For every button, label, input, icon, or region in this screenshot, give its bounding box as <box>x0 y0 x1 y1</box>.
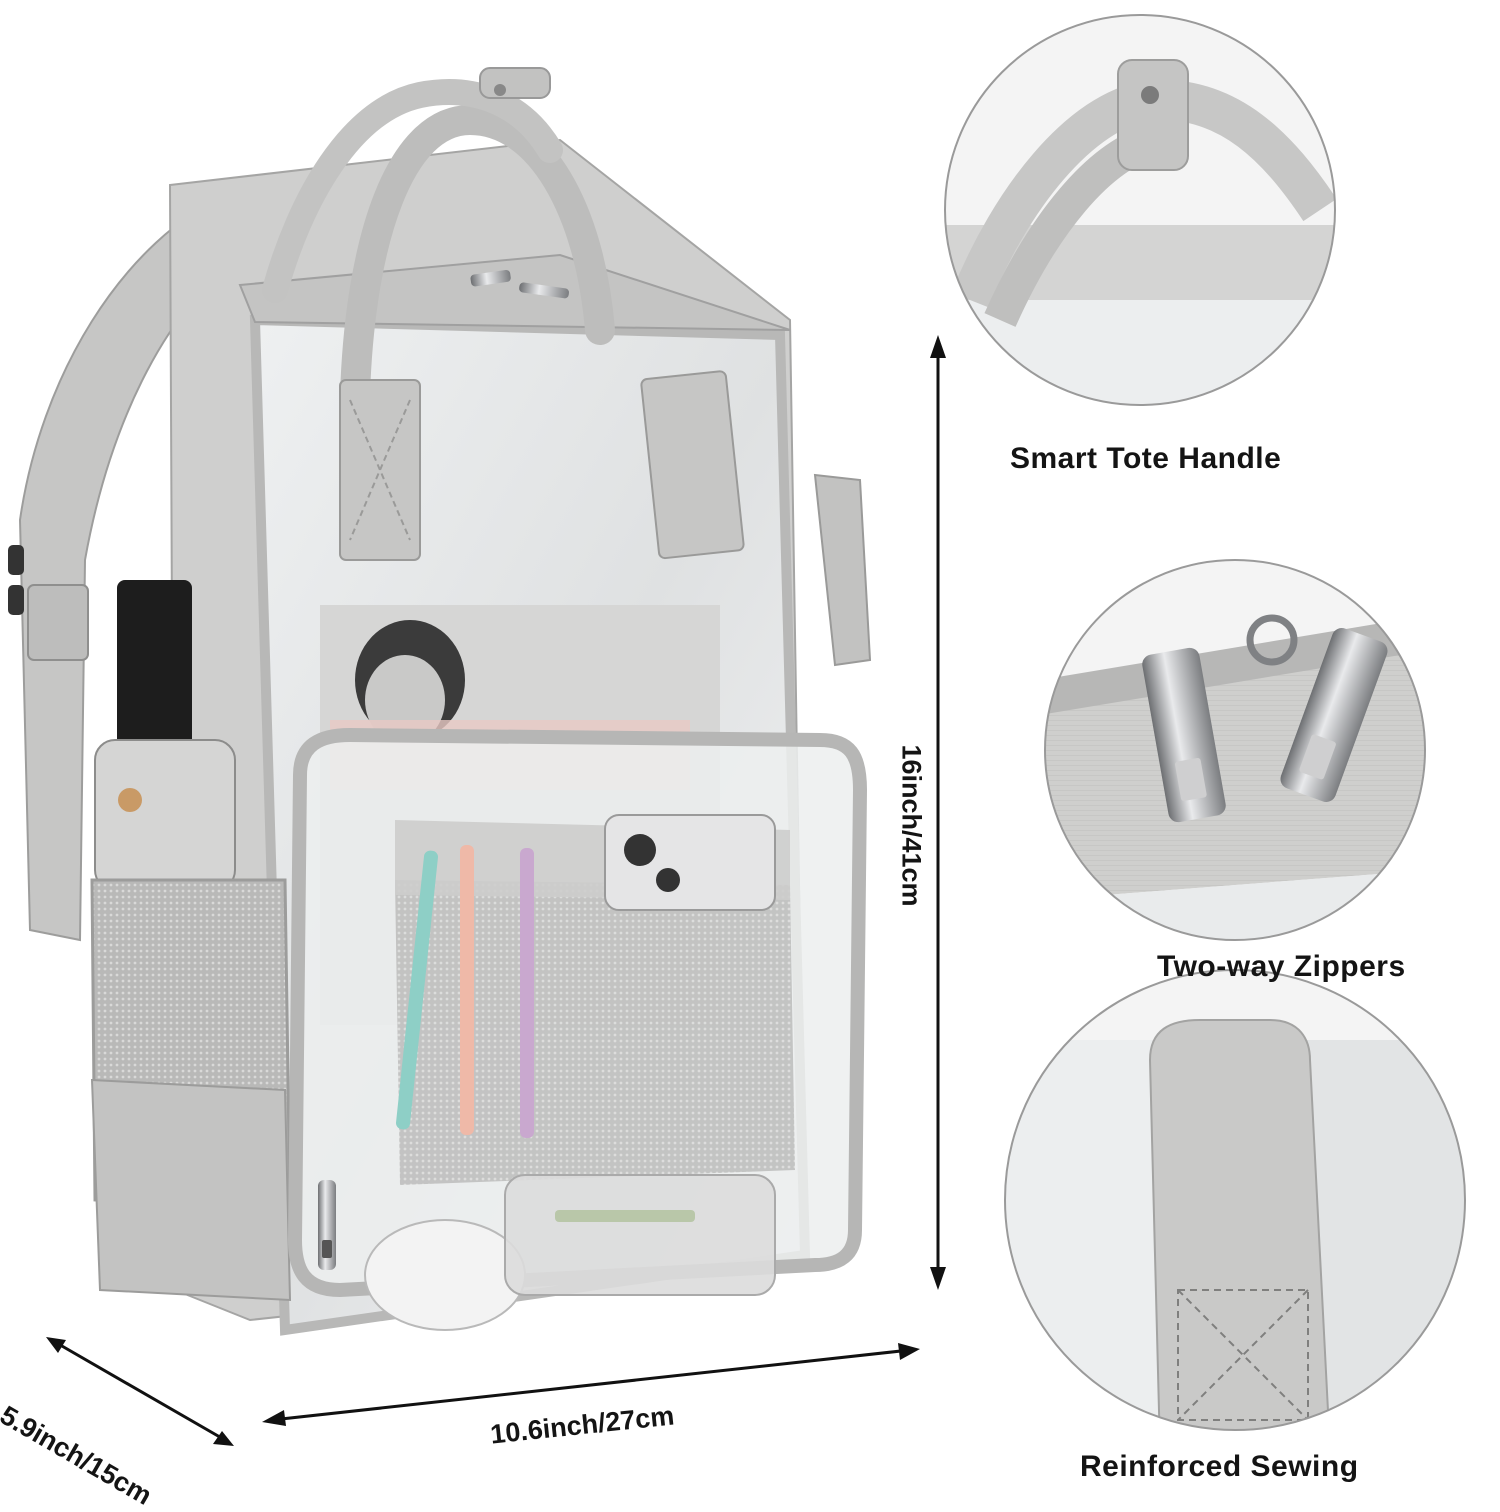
detail-circle-handle <box>944 14 1336 406</box>
feature-label-zippers: Two-way Zippers <box>1157 950 1406 983</box>
detail-circle-sewing <box>1004 969 1466 1431</box>
detail-circle-zippers <box>1044 559 1426 941</box>
feature-label-handle: Smart Tote Handle <box>1010 442 1282 475</box>
feature-label-sewing: Reinforced Sewing <box>1080 1450 1359 1483</box>
dimension-arrows <box>46 335 946 1446</box>
height-dimension-label: 16inch/41cm <box>896 744 927 907</box>
backpack <box>8 67 872 1336</box>
